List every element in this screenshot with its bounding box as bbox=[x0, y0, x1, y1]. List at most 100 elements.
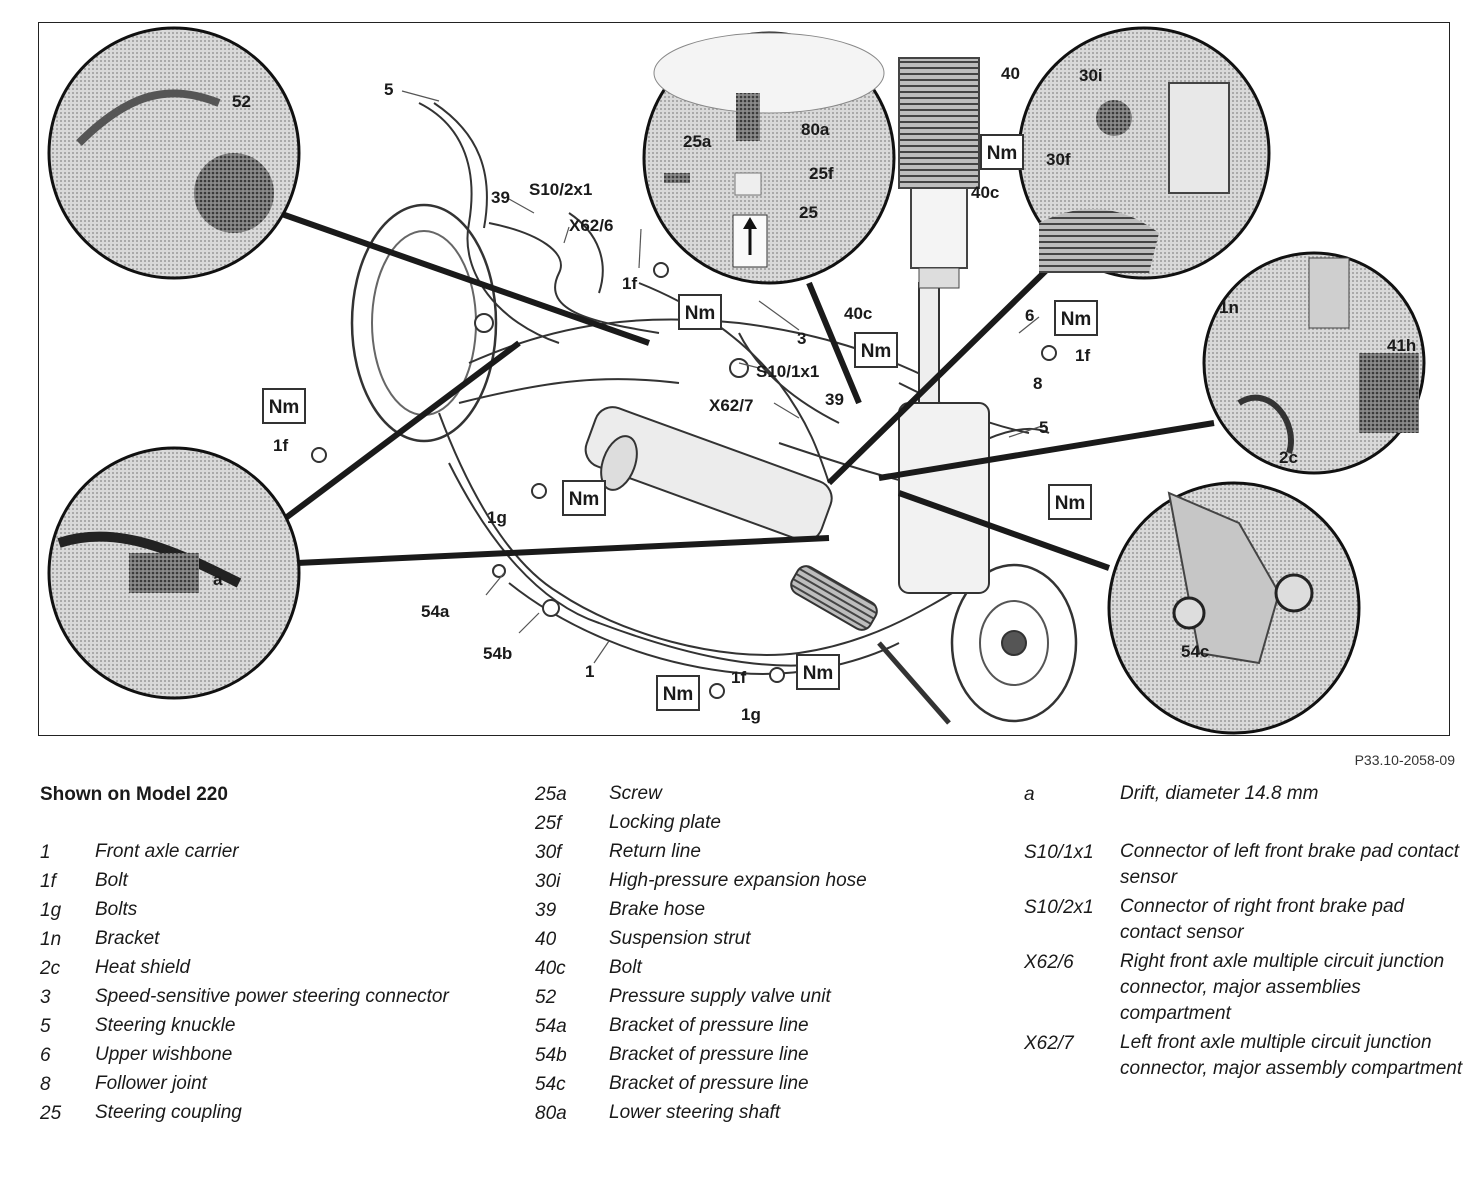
legend-item: 30f Return line bbox=[535, 838, 975, 867]
callout-5: 5 bbox=[1039, 418, 1048, 437]
callout-1g: 1g bbox=[741, 705, 761, 724]
legend-code: 25f bbox=[535, 813, 562, 834]
legend-item: 39 Brake hose bbox=[535, 896, 975, 925]
legend-code: 80a bbox=[535, 1103, 567, 1124]
torque-box: Nm bbox=[1054, 300, 1098, 336]
legend-description: Connector of right front brake pad conta… bbox=[1120, 896, 1405, 943]
legend-code: 25 bbox=[40, 1103, 62, 1124]
callout-5: 5 bbox=[384, 80, 393, 99]
legend-description: Bracket bbox=[95, 928, 160, 949]
detail-circle-1n-41h-2c bbox=[1202, 251, 1426, 475]
svg-text:Nm: Nm bbox=[685, 303, 716, 324]
svg-text:Nm: Nm bbox=[861, 341, 892, 362]
legend-item: 80a Lower steering shaft bbox=[535, 1099, 975, 1128]
suspension-strut-40 bbox=[898, 57, 980, 289]
detail-circle-a bbox=[47, 446, 301, 700]
legend-description: Suspension strut bbox=[609, 928, 751, 949]
legend-description: Follower joint bbox=[95, 1073, 207, 1094]
callout-54b: 54b bbox=[483, 644, 512, 663]
detail-circle-54c bbox=[1107, 481, 1361, 735]
callout-54a: 54a bbox=[421, 602, 450, 621]
legend-description: Drift, diameter 14.8 mm bbox=[1120, 783, 1319, 804]
callout-a: a bbox=[213, 570, 223, 589]
callout-1n: 1n bbox=[1219, 298, 1239, 317]
svg-text:Nm: Nm bbox=[1061, 309, 1092, 330]
legend-description: Brake hose bbox=[609, 899, 706, 920]
callout-40: 40 bbox=[1001, 64, 1020, 83]
legend-description: Connector of left front brake pad contac… bbox=[1120, 841, 1460, 888]
legend-description: Bolt bbox=[95, 870, 128, 891]
legend-description: Locking plate bbox=[609, 812, 721, 833]
legend-code: 30f bbox=[535, 842, 562, 863]
detail-circle-30i-30f bbox=[1017, 26, 1271, 280]
callout-s10-1x1: S10/1x1 bbox=[756, 362, 819, 381]
callout-25a: 25a bbox=[683, 132, 712, 151]
torque-box: Nm bbox=[656, 675, 700, 711]
svg-text:Nm: Nm bbox=[987, 143, 1018, 164]
svg-text:Nm: Nm bbox=[1055, 493, 1086, 514]
callout-2c: 2c bbox=[1279, 448, 1298, 467]
callout-52: 52 bbox=[232, 92, 251, 111]
figure-reference: P33.10-2058-09 bbox=[1354, 752, 1455, 768]
legend-description: Steering knuckle bbox=[95, 1015, 236, 1036]
legend-code: 25a bbox=[535, 784, 567, 805]
legend-description: Pressure supply valve unit bbox=[609, 986, 831, 1007]
callout-s10-2x1: S10/2x1 bbox=[529, 180, 592, 199]
callout-40c: 40c bbox=[971, 183, 999, 202]
legend-description: Bolts bbox=[95, 899, 138, 920]
callout-39: 39 bbox=[825, 390, 844, 409]
legend-code: 39 bbox=[535, 900, 557, 921]
legend-code: 1n bbox=[40, 929, 62, 950]
callout-39: 39 bbox=[491, 188, 510, 207]
legend-item: a Drift, diameter 14.8 mm bbox=[1024, 780, 1464, 809]
callout-54c: 54c bbox=[1181, 642, 1209, 661]
legend-description: Front axle carrier bbox=[95, 841, 239, 862]
legend-code: 52 bbox=[535, 987, 557, 1008]
legend-code: 6 bbox=[40, 1045, 51, 1066]
legend-code: 54b bbox=[535, 1045, 567, 1066]
callout-40c: 40c bbox=[844, 304, 872, 323]
detail-pointer-lines bbox=[277, 210, 1215, 571]
torque-box: Nm bbox=[854, 332, 898, 368]
callout-25: 25 bbox=[799, 203, 818, 222]
legend-description: Lower steering shaft bbox=[609, 1102, 781, 1123]
legend-code: S10/2x1 bbox=[1024, 897, 1094, 918]
diagram-drawing: Nm Nm Nm Nm Nm Nm Nm Nm Nm 52 5 39 S10/2… bbox=[47, 26, 1426, 735]
legend-code: X62/7 bbox=[1024, 1033, 1074, 1054]
legend-description: Return line bbox=[609, 841, 701, 862]
legend-description: Screw bbox=[609, 783, 662, 804]
legend-description: Right front axle multiple circuit juncti… bbox=[1120, 951, 1445, 1024]
torque-box: Nm bbox=[796, 654, 840, 690]
callout-3: 3 bbox=[797, 329, 806, 348]
callout-30f: 30f bbox=[1046, 150, 1071, 169]
legend-code: 54a bbox=[535, 1016, 567, 1037]
svg-text:Nm: Nm bbox=[803, 663, 834, 684]
callout-25f: 25f bbox=[809, 164, 834, 183]
legend-description: Bolt bbox=[609, 957, 642, 978]
legend-item: S10/2x1 Connector of right front brake pa… bbox=[1024, 893, 1464, 948]
detail-circle-steering-coupling bbox=[642, 31, 896, 285]
torque-box: Nm bbox=[678, 294, 722, 330]
legend-code: 40c bbox=[535, 958, 566, 979]
legend-code: 1f bbox=[40, 871, 56, 892]
callout-x62-6: X62/6 bbox=[569, 216, 613, 235]
callout-41h: 41h bbox=[1387, 336, 1416, 355]
legend-spacer bbox=[1024, 809, 1464, 838]
legend-description: Bracket of pressure line bbox=[609, 1073, 809, 1094]
legend-description: Bracket of pressure line bbox=[609, 1015, 809, 1036]
legend-code: 8 bbox=[40, 1074, 51, 1095]
legend-code: 5 bbox=[40, 1016, 51, 1037]
legend-item: 1n Bracket bbox=[40, 925, 460, 954]
torque-symbols: Nm Nm Nm Nm Nm Nm Nm Nm Nm bbox=[262, 134, 1098, 711]
